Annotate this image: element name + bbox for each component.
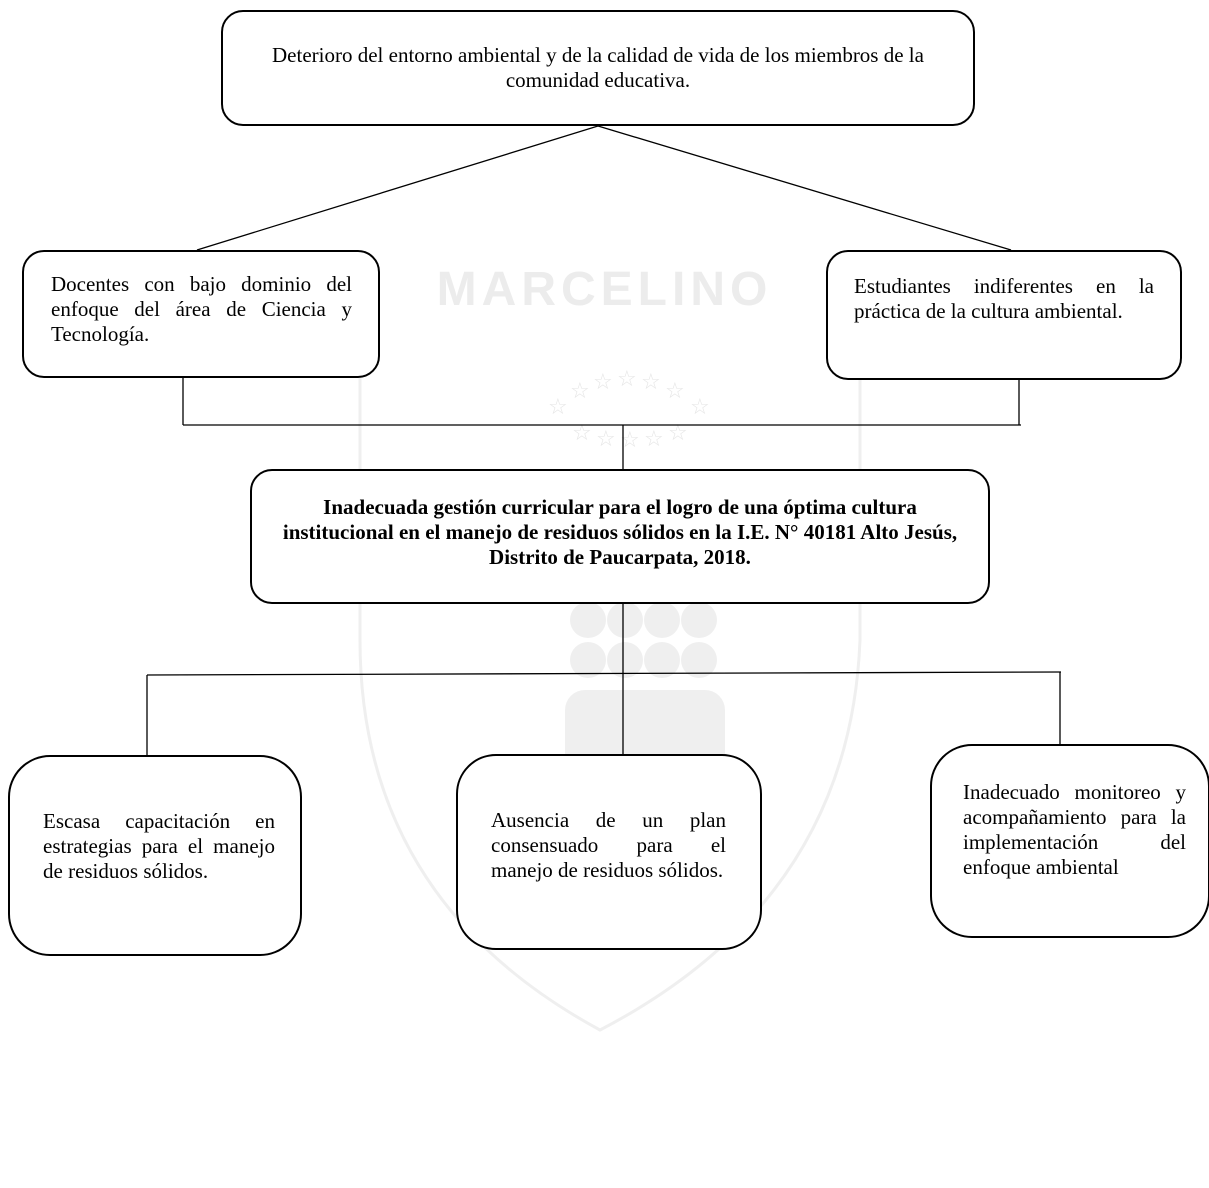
effect-text: Deterioro del entorno ambiental y de la … bbox=[272, 43, 924, 92]
effect-box: Deterioro del entorno ambiental y de la … bbox=[221, 10, 975, 126]
subcause-text-monitoreo: Inadecuado monitoreo y acompañamiento pa… bbox=[963, 780, 1186, 879]
subcause-text-capacitacion: Escasa capacitación en estrategias para … bbox=[43, 809, 275, 883]
connector-effect-estudiantes bbox=[597, 125, 1012, 251]
central-problem-text: Inadecuada gestión curricular para el lo… bbox=[282, 495, 958, 569]
cause-box-estudiantes: Estudiantes indiferentes en la práctica … bbox=[826, 250, 1182, 380]
subcause-box-capacitacion: Escasa capacitación en estrategias para … bbox=[8, 755, 302, 956]
central-problem-box: Inadecuada gestión curricular para el lo… bbox=[250, 469, 990, 604]
subcause-box-monitoreo: Inadecuado monitoreo y acompañamiento pa… bbox=[930, 744, 1209, 938]
connector-subcauses-bar bbox=[146, 671, 1062, 676]
connector-effect-docentes bbox=[196, 125, 599, 251]
subcause-text-plan: Ausencia de un plan consensuado para el … bbox=[491, 808, 726, 882]
cause-text-estudiantes: Estudiantes indiferentes en la práctica … bbox=[854, 274, 1154, 323]
cause-text-docentes: Docentes con bajo dominio del enfoque de… bbox=[51, 272, 352, 346]
subcause-box-plan: Ausencia de un plan consensuado para el … bbox=[456, 754, 762, 950]
cause-box-docentes: Docentes con bajo dominio del enfoque de… bbox=[22, 250, 380, 378]
